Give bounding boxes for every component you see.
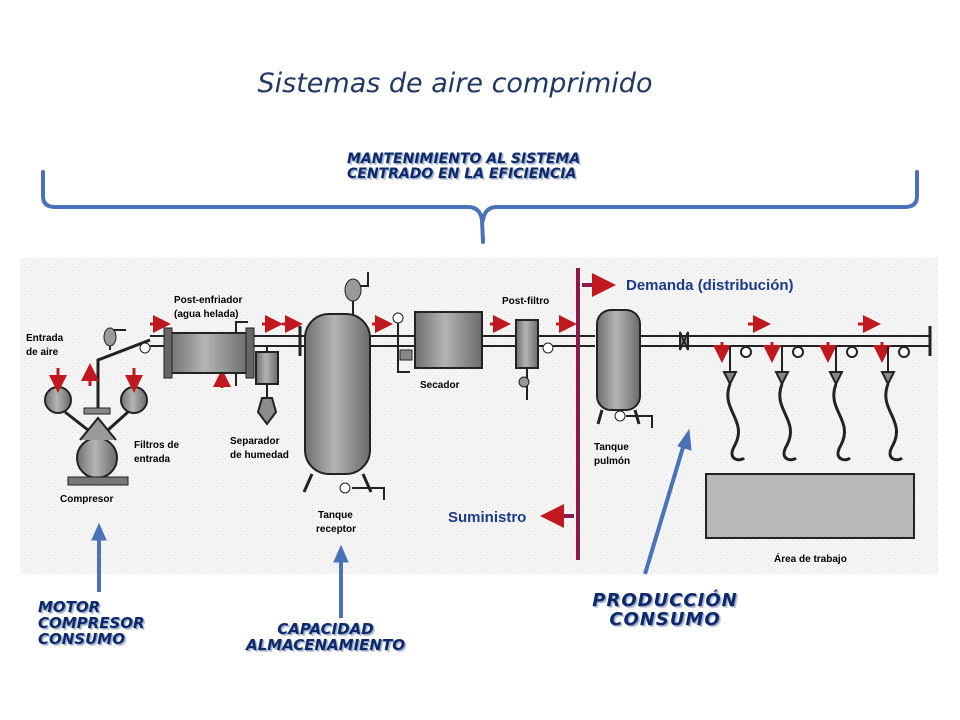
produccion-label: PRODUCCIÓN CONSUMO	[560, 590, 770, 630]
receiver-tank	[302, 272, 385, 500]
label-tanque-receptor-1: Tanque	[318, 510, 353, 521]
motor-line-3: CONSUMO	[38, 629, 125, 648]
label-filtros-2: entrada	[134, 454, 171, 465]
motor-line-1: MOTOR	[38, 598, 101, 616]
produccion-line-2: CONSUMO	[609, 608, 721, 630]
pointer-arrows	[91, 428, 692, 618]
motor-line-2: COMPRESOR	[38, 613, 145, 632]
label-filtros-1: Filtros de	[134, 440, 179, 451]
label-separador-1: Separador	[230, 436, 280, 447]
motor-compresor-label: MOTOR COMPRESOR CONSUMO	[38, 598, 145, 648]
page-title: Sistemas de aire comprimido	[257, 68, 653, 99]
diagram-labels: Entrada de aire Filtros de entrada Compr…	[26, 277, 847, 565]
label-entrada-aire-2: de aire	[26, 347, 59, 358]
maintenance-line-1: MANTENIMIENTO AL SISTEMA	[347, 151, 581, 167]
inlet-filter-right	[120, 386, 148, 414]
flow-arrows	[49, 315, 891, 393]
compressor-motor	[76, 437, 118, 479]
label-tanque-pulmon-1: Tanque	[594, 442, 629, 453]
dryer	[392, 311, 483, 373]
label-post-enfriador-2: (agua helada)	[174, 309, 238, 320]
work-area	[705, 473, 915, 539]
capacidad-label: CAPACIDAD ALMACENAMIENTO	[246, 620, 405, 654]
label-secador: Secador	[420, 380, 460, 391]
distribution-drops	[679, 331, 910, 462]
label-compresor: Compresor	[60, 494, 113, 505]
post-filter	[515, 319, 554, 400]
arrow-to-receiver	[333, 544, 349, 563]
buffer-tank	[596, 309, 653, 428]
label-separador-2: de humedad	[230, 450, 289, 461]
arrow-to-distribution	[677, 428, 692, 451]
maintenance-line-2: CENTRADO EN LA EFICIENCIA	[347, 165, 577, 182]
label-post-filtro: Post-filtro	[502, 296, 549, 307]
label-demanda: Demanda (distribución)	[626, 277, 794, 294]
capacidad-line-2: ALMACENAMIENTO	[246, 635, 405, 654]
maintenance-label: MANTENIMIENTO AL SISTEMA CENTRADO EN LA …	[347, 152, 580, 181]
produccion-line-1: PRODUCCIÓN	[592, 590, 738, 611]
label-suministro: Suministro	[448, 509, 526, 526]
inlet-filter-left	[44, 386, 72, 414]
maintenance-bracket	[41, 170, 919, 244]
compressor-unit	[44, 327, 151, 486]
moisture-separator	[255, 346, 279, 426]
label-post-enfriador-1: Post-enfriador	[174, 295, 242, 306]
capacidad-line-1: CAPACIDAD	[277, 620, 374, 638]
label-tanque-pulmon-2: pulmón	[594, 456, 630, 467]
arrow-to-compressor	[91, 522, 107, 541]
label-area-trabajo: Área de trabajo	[774, 552, 847, 565]
post-cooler	[163, 321, 255, 386]
label-entrada-aire-1: Entrada	[26, 333, 64, 344]
label-tanque-receptor-2: receptor	[316, 524, 356, 535]
